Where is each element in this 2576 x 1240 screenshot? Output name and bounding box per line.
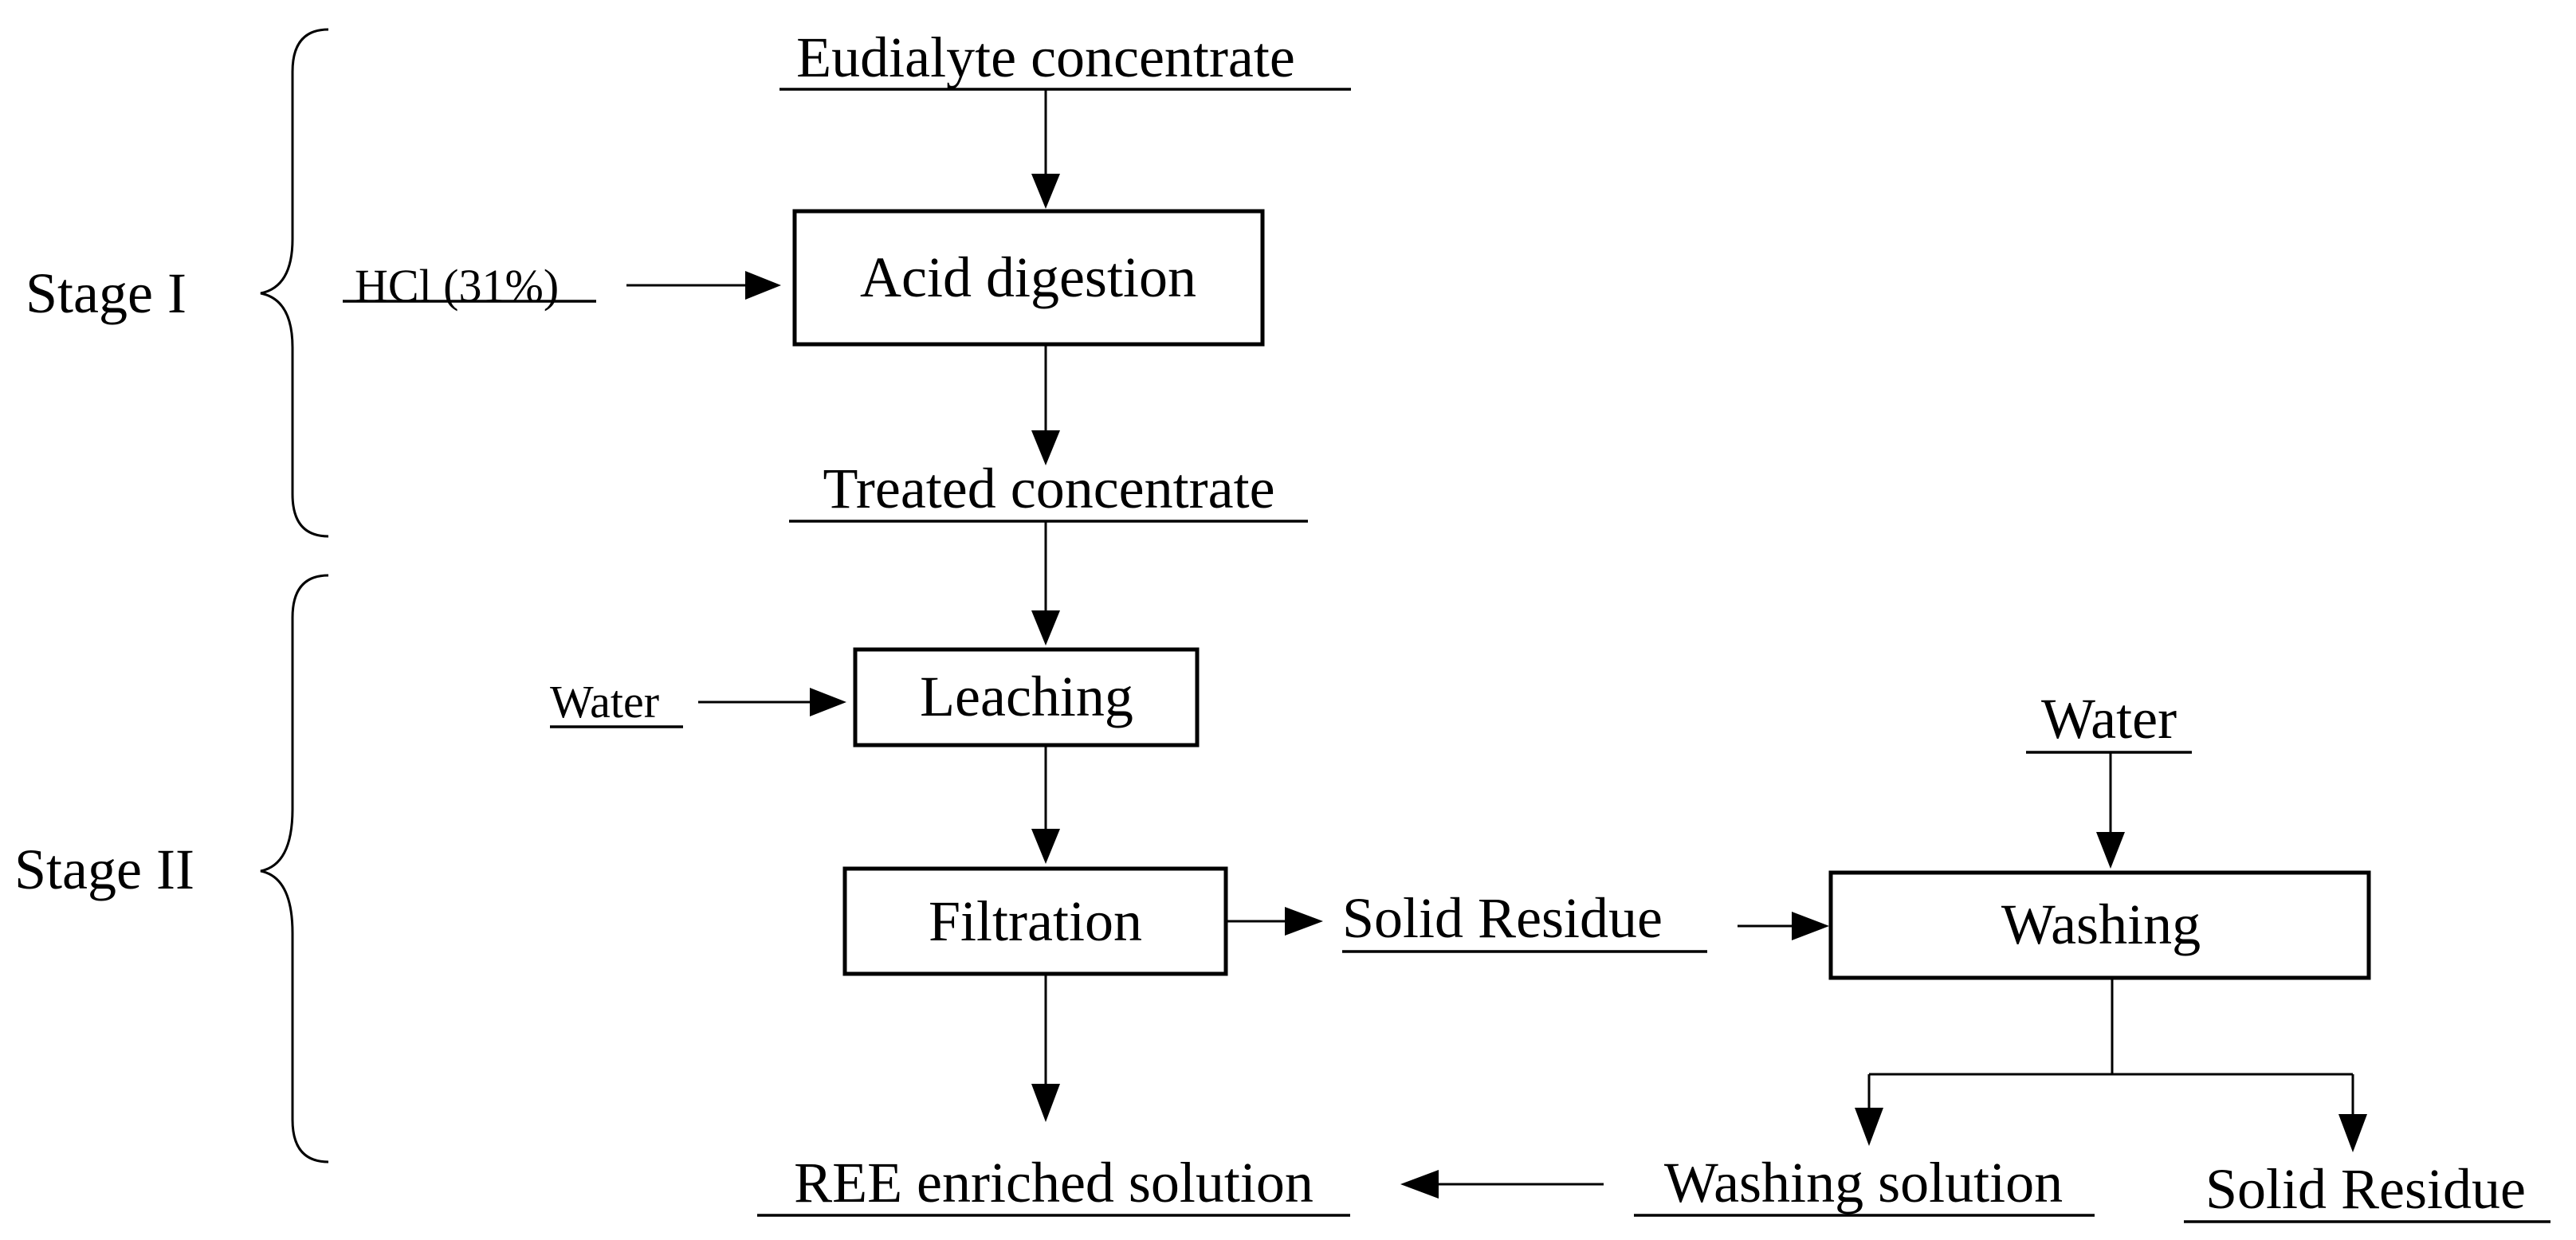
filtration-box [842,866,1228,976]
leaching-box [853,647,1200,748]
arrowhead-washing-solution [1855,1108,1883,1146]
hcl-label: HCl (31%) [355,260,559,312]
filtration-label: Filtration [929,889,1142,953]
arrowhead-water-washing [2096,832,2125,869]
solid-residue-mid-label: Solid Residue [1342,886,1663,950]
water-washing-label: Water [2041,687,2177,751]
arrowhead-hcl [745,271,781,300]
stage-1-brace [260,28,329,538]
acid-digestion-label: Acid digestion [860,245,1196,309]
water-leaching-label: Water [550,676,659,728]
arrowhead-water-leaching [810,688,846,716]
arrowhead-filtration [1031,829,1060,864]
treated-concentrate-label: Treated concentrate [823,457,1274,520]
stage-2-brace [260,574,329,1163]
washing-solution-label: Washing solution [1664,1151,2063,1214]
arrowhead-treated [1031,430,1060,465]
arrowhead-ree [1031,1084,1060,1122]
solid-residue-final-label: Solid Residue [2205,1157,2526,1221]
arrowhead-residue-mid [1285,907,1323,936]
stage-2-label: Stage II [14,838,194,901]
arrowhead-washing [1792,912,1829,940]
ree-enriched-solution-label: REE enriched solution [794,1151,1314,1214]
leaching-label: Leaching [920,665,1133,728]
arrowhead-ree-from-washing [1400,1170,1439,1199]
stage-1-label: Stage I [26,261,187,325]
acid-digestion-box [792,209,1265,347]
eudialyte-concentrate-label: Eudialyte concentrate [796,26,1295,89]
arrowhead-solid-residue-final [2338,1114,2367,1152]
washing-box [1828,870,2371,980]
arrowhead-eudialyte [1031,174,1060,209]
washing-label: Washing [2001,893,2201,956]
arrowhead-leaching [1031,610,1060,646]
